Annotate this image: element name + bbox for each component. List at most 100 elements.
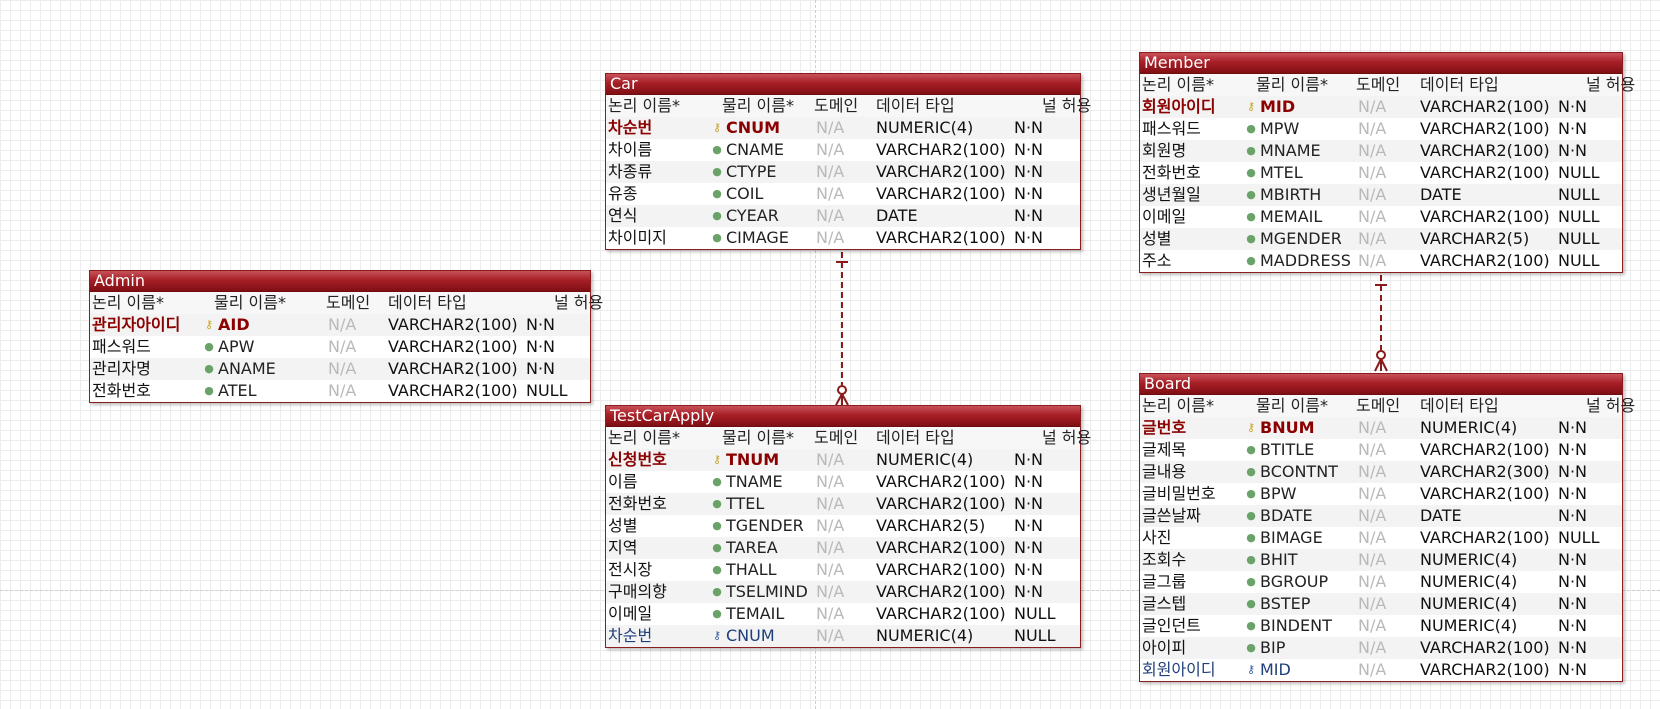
- entity-title[interactable]: TestCarApply: [606, 406, 1080, 427]
- attr-dtype: VARCHAR2(100): [876, 184, 1006, 203]
- attr-logical: 글그룹: [1142, 572, 1187, 591]
- attr-nullable: N·N: [1558, 550, 1588, 569]
- attr-domain: N/A: [1358, 185, 1387, 204]
- key-icon: ⚷: [1246, 421, 1256, 434]
- attr-physical: TAREA: [726, 538, 778, 557]
- attribute-dot-icon: ●: [1246, 210, 1256, 223]
- entity-title[interactable]: Car: [606, 74, 1080, 95]
- attr-dtype: VARCHAR2(100): [1420, 251, 1550, 270]
- attr-logical: 연식: [608, 206, 638, 225]
- entity-title[interactable]: Board: [1140, 374, 1622, 395]
- foreign-key-icon: ⚷: [1246, 663, 1256, 676]
- attr-nullable: N·N: [1558, 484, 1588, 503]
- attr-nullable: N·N: [1014, 538, 1044, 557]
- relationship-member-board[interactable]: [1374, 275, 1388, 372]
- header-nullable: 널 허용: [1042, 96, 1092, 115]
- attr-nullable: N·N: [1558, 462, 1588, 481]
- attr-dtype: DATE: [1420, 506, 1462, 525]
- attr-nullable: N·N: [1558, 506, 1588, 525]
- attr-logical: 회원명: [1142, 141, 1187, 160]
- attribute-dot-icon: ●: [204, 362, 214, 375]
- entity-title[interactable]: Admin: [90, 271, 590, 292]
- entity-title[interactable]: Member: [1140, 53, 1622, 74]
- attr-domain: N/A: [1358, 207, 1387, 226]
- attr-domain: N/A: [816, 516, 845, 535]
- attr-dtype: VARCHAR2(100): [388, 315, 518, 334]
- attr-dtype: VARCHAR2(100): [876, 228, 1006, 247]
- attr-domain: N/A: [1358, 97, 1387, 116]
- attribute-dot-icon: ●: [1246, 232, 1256, 245]
- attr-dtype: VARCHAR2(100): [1420, 484, 1550, 503]
- attr-nullable: N·N: [1558, 594, 1588, 613]
- attr-dtype: VARCHAR2(5): [1420, 229, 1530, 248]
- attr-domain: N/A: [1358, 462, 1387, 481]
- attr-dtype: VARCHAR2(100): [1420, 141, 1550, 160]
- attr-physical: BHIT: [1260, 550, 1298, 569]
- foreign-key-icon: ⚷: [712, 629, 722, 642]
- attr-logical: 회원아이디: [1142, 97, 1216, 116]
- header-physical: 물리 이름*: [722, 428, 794, 447]
- attr-nullable: NULL: [1014, 604, 1056, 623]
- attr-physical: COIL: [726, 184, 764, 203]
- relationship-car-testcarapply[interactable]: [835, 252, 849, 406]
- attr-domain: N/A: [1358, 119, 1387, 138]
- attr-domain: N/A: [1358, 616, 1387, 635]
- attribute-dot-icon: ●: [712, 143, 722, 156]
- header-nullable: 널 허용: [1586, 396, 1636, 415]
- attr-domain: N/A: [1358, 484, 1387, 503]
- attr-physical: APW: [218, 337, 255, 356]
- attr-physical: CIMAGE: [726, 228, 789, 247]
- attr-dtype: VARCHAR2(100): [1420, 207, 1550, 226]
- attr-physical: ATEL: [218, 381, 257, 400]
- attribute-dot-icon: ●: [1246, 597, 1256, 610]
- attribute-dot-icon: ●: [712, 165, 722, 178]
- attr-physical: CNUM: [726, 118, 781, 137]
- attr-nullable: N·N: [1014, 516, 1044, 535]
